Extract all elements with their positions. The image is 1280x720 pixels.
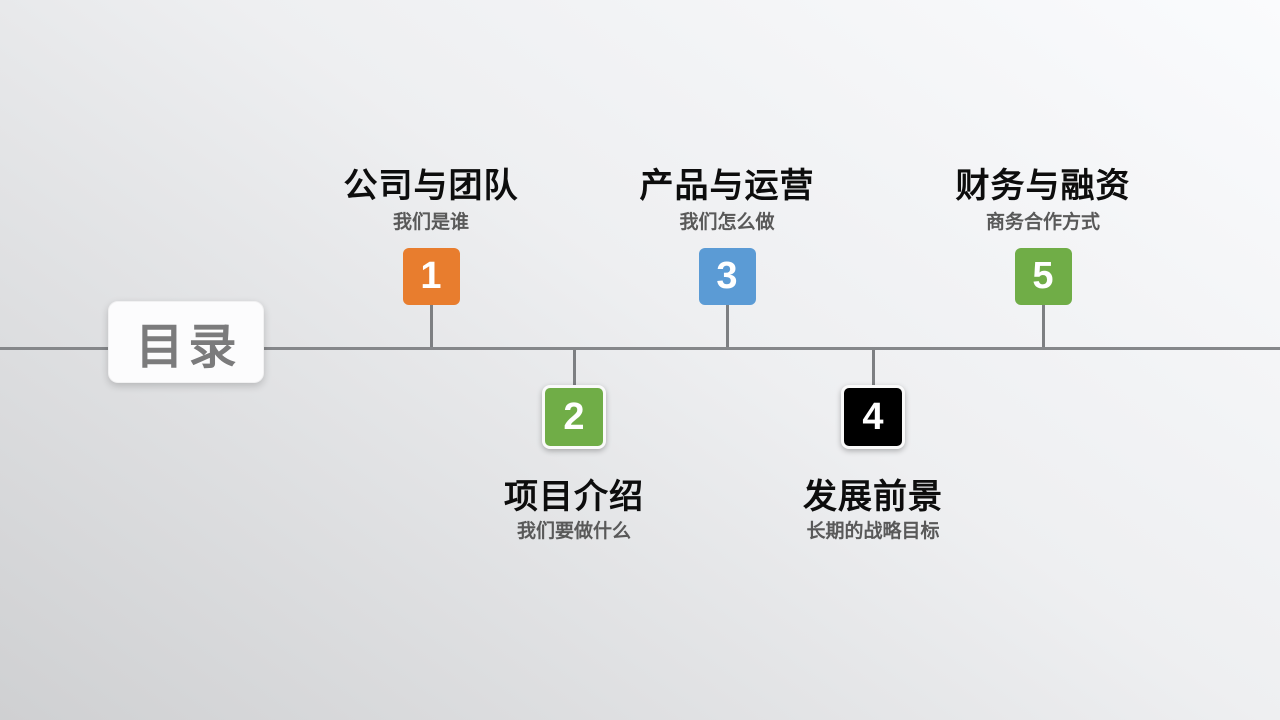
toc-item-3: 产品与运营 我们怎么做 3: [597, 166, 857, 347]
connector-line: [429, 305, 433, 347]
item-subtitle: 我们怎么做: [679, 212, 775, 233]
connector-line: [725, 305, 729, 347]
toc-label-box: 目录: [108, 301, 264, 383]
item-number-badge: 2: [542, 385, 606, 449]
item-number-badge: 1: [402, 248, 460, 305]
item-number-badge: 3: [698, 248, 756, 305]
item-title: 公司与团队: [343, 167, 519, 205]
toc-item-2: 2 项目介绍 我们要做什么: [444, 350, 704, 546]
connector-line: [871, 350, 875, 385]
item-number-badge: 4: [841, 385, 905, 449]
toc-item-1: 公司与团队 我们是谁 1: [301, 166, 561, 347]
timeline-line: [0, 347, 1280, 350]
toc-item-4: 4 发展前景 长期的战略目标: [743, 350, 1003, 546]
item-title: 财务与融资: [955, 167, 1131, 205]
item-number-badge: 5: [1014, 248, 1072, 305]
connector-line: [572, 350, 576, 385]
item-title: 产品与运营: [639, 167, 815, 205]
toc-label: 目录: [135, 321, 242, 374]
connector-line: [1041, 305, 1045, 347]
item-subtitle: 我们是谁: [392, 212, 469, 233]
item-subtitle: 商务合作方式: [985, 212, 1100, 233]
toc-item-5: 财务与融资 商务合作方式 5: [913, 166, 1173, 347]
item-subtitle: 长期的战略目标: [806, 521, 940, 542]
item-title: 发展前景: [803, 478, 943, 516]
item-subtitle: 我们要做什么: [516, 521, 631, 542]
item-title: 项目介绍: [504, 478, 644, 516]
